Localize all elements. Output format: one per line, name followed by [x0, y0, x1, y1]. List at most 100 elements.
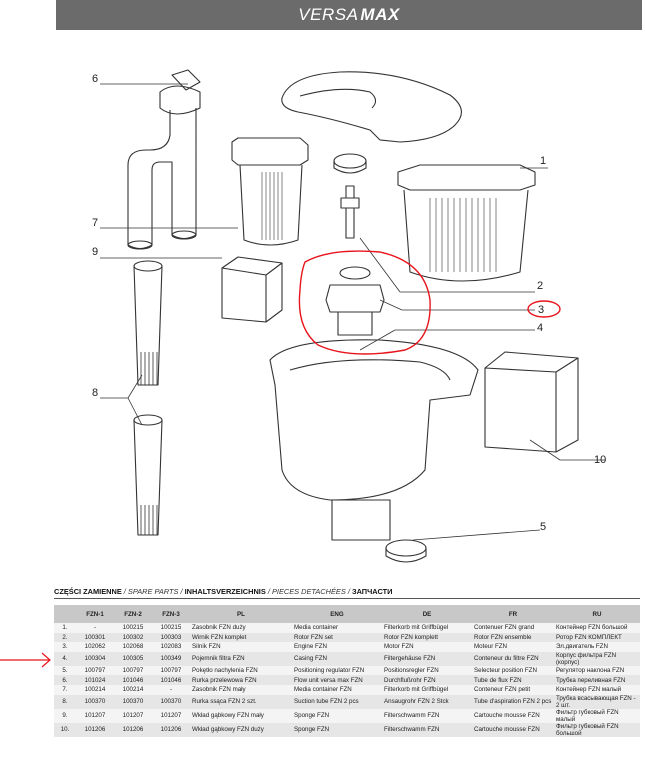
exploded-parts-diagram: 1 2 3 4 5 6 7 9 8 10: [92, 69, 606, 563]
table-cell: Engine FZN: [292, 642, 382, 652]
callout-2: 2: [537, 280, 543, 292]
table-cell: 8.: [54, 694, 76, 709]
flow-tube-part: [127, 69, 201, 250]
table-cell: 3.: [54, 642, 76, 652]
table-cell: Flow unit versa max FZN: [292, 675, 382, 685]
table-cell: 100304: [76, 651, 114, 666]
table-cell: 101207: [76, 708, 114, 723]
table-cell: 102068: [114, 642, 152, 652]
table-cell: 100349: [152, 651, 190, 666]
table-cell: 101207: [152, 708, 190, 723]
table-cell: 100215: [114, 623, 152, 633]
table-cell: Filterschwamm FZN: [382, 708, 472, 723]
table-cell: 7.: [54, 684, 76, 695]
column-header: PL: [190, 605, 292, 623]
table-cell: 100370: [114, 694, 152, 709]
table-cell: Эл.двигатель FZN: [554, 642, 640, 652]
table-cell: Media container: [292, 623, 382, 633]
table-cell: Rotor FZN komplett: [382, 632, 472, 643]
table-cell: Motor FZN: [382, 642, 472, 652]
table-cell: Zasobnik FZN duży: [190, 623, 292, 633]
small-sponge-part: [221, 256, 283, 323]
callout-4: 4: [537, 322, 543, 334]
rotor-part: [340, 185, 360, 239]
table-cell: Регулятор наклона FZN: [554, 665, 640, 676]
table-cell: 5.: [54, 665, 76, 676]
table-cell: 100370: [76, 694, 114, 709]
table-cell: Filterkorb mit Griffbügel: [382, 623, 472, 633]
table-cell: 100370: [152, 694, 190, 709]
table-cell: Sponge FZN: [292, 708, 382, 723]
table-cell: Cartouche mousse FZN: [472, 722, 554, 737]
table-cell: Conteneur FZN petit: [472, 684, 554, 695]
table-cell: Positionsregler FZN: [382, 665, 472, 676]
small-media-container-part: [231, 137, 309, 246]
table-cell: Positioning regulator FZN: [292, 665, 382, 676]
table-cell: Wkład gąbkowy FZN mały: [190, 708, 292, 723]
regulator-part: [385, 539, 427, 563]
table-cell: Фильтр губковый FZN малый: [554, 708, 640, 723]
brand-light: VERSA: [298, 5, 359, 24]
table-cell: Conteneur du filtre FZN: [472, 651, 554, 666]
table-cell: Rotor FZN set: [292, 632, 382, 643]
callout-9: 8: [92, 387, 98, 399]
table-cell: 102083: [152, 642, 190, 652]
table-cell: Контейнер FZN большой: [554, 623, 640, 633]
table-cell: Filterkorb mit Griffbügel: [382, 684, 472, 695]
table-cell: 101046: [152, 675, 190, 685]
table-cell: Durchflußrohr FZN: [382, 675, 472, 685]
table-cell: 101046: [114, 675, 152, 685]
table-cell: Casing FZN: [292, 651, 382, 666]
table-cell: Silnik FZN: [190, 642, 292, 652]
column-header: FZN-1: [76, 605, 114, 623]
column-header: FZN-2: [114, 605, 152, 623]
table-cell: Rotor FZN ensemble: [472, 632, 554, 643]
table-cell: Rurka przelewowa FZN: [190, 675, 292, 685]
table-cell: Moteur FZN: [472, 642, 554, 652]
table-cell: 10.: [54, 722, 76, 737]
suction-tubes-part: [133, 260, 163, 536]
table-cell: Wirnik FZN komplet: [190, 632, 292, 643]
table-cell: Фильтр губковый FZN большой: [554, 722, 640, 737]
table-cell: Media container FZN: [292, 684, 382, 695]
table-cell: 100305: [114, 651, 152, 666]
table-cell: 101024: [76, 675, 114, 685]
motor-part: [325, 266, 385, 336]
table-cell: 100302: [114, 632, 152, 643]
brand-bold: MAX: [360, 5, 400, 24]
column-header: ENG: [292, 605, 382, 623]
table-cell: Cartouche mousse FZN: [472, 708, 554, 723]
table-cell: Filtergehäuse FZN: [382, 651, 472, 666]
table-cell: Selecteur position FZN: [472, 665, 554, 676]
table-cell: 102062: [76, 642, 114, 652]
table-cell: Sponge FZN: [292, 722, 382, 737]
table-cell: 9.: [54, 708, 76, 723]
callout-7: 7: [92, 217, 98, 229]
table-rule: [54, 598, 640, 599]
table-cell: Suction tube FZN 2 pcs: [292, 694, 382, 709]
rotor-cap-part: [333, 153, 367, 169]
table-cell: 100214: [76, 684, 114, 695]
table-cell: Контейнер FZN малый: [554, 684, 640, 695]
table-cell: 6.: [54, 675, 76, 685]
table-cell: 1.: [54, 623, 76, 633]
large-media-container-part: [397, 164, 536, 282]
table-cell: 100215: [152, 623, 190, 633]
table-cell: 100303: [152, 632, 190, 643]
table-cell: 4.: [54, 651, 76, 666]
table-cell: -: [76, 623, 114, 633]
table-cell: 101207: [114, 708, 152, 723]
table-cell: 100214: [114, 684, 152, 695]
table-cell: Корпус фильтра FZN (корпус): [554, 651, 640, 666]
column-header: DE: [382, 605, 472, 623]
lid-part: [281, 71, 462, 143]
callout-1: 1: [540, 155, 546, 167]
